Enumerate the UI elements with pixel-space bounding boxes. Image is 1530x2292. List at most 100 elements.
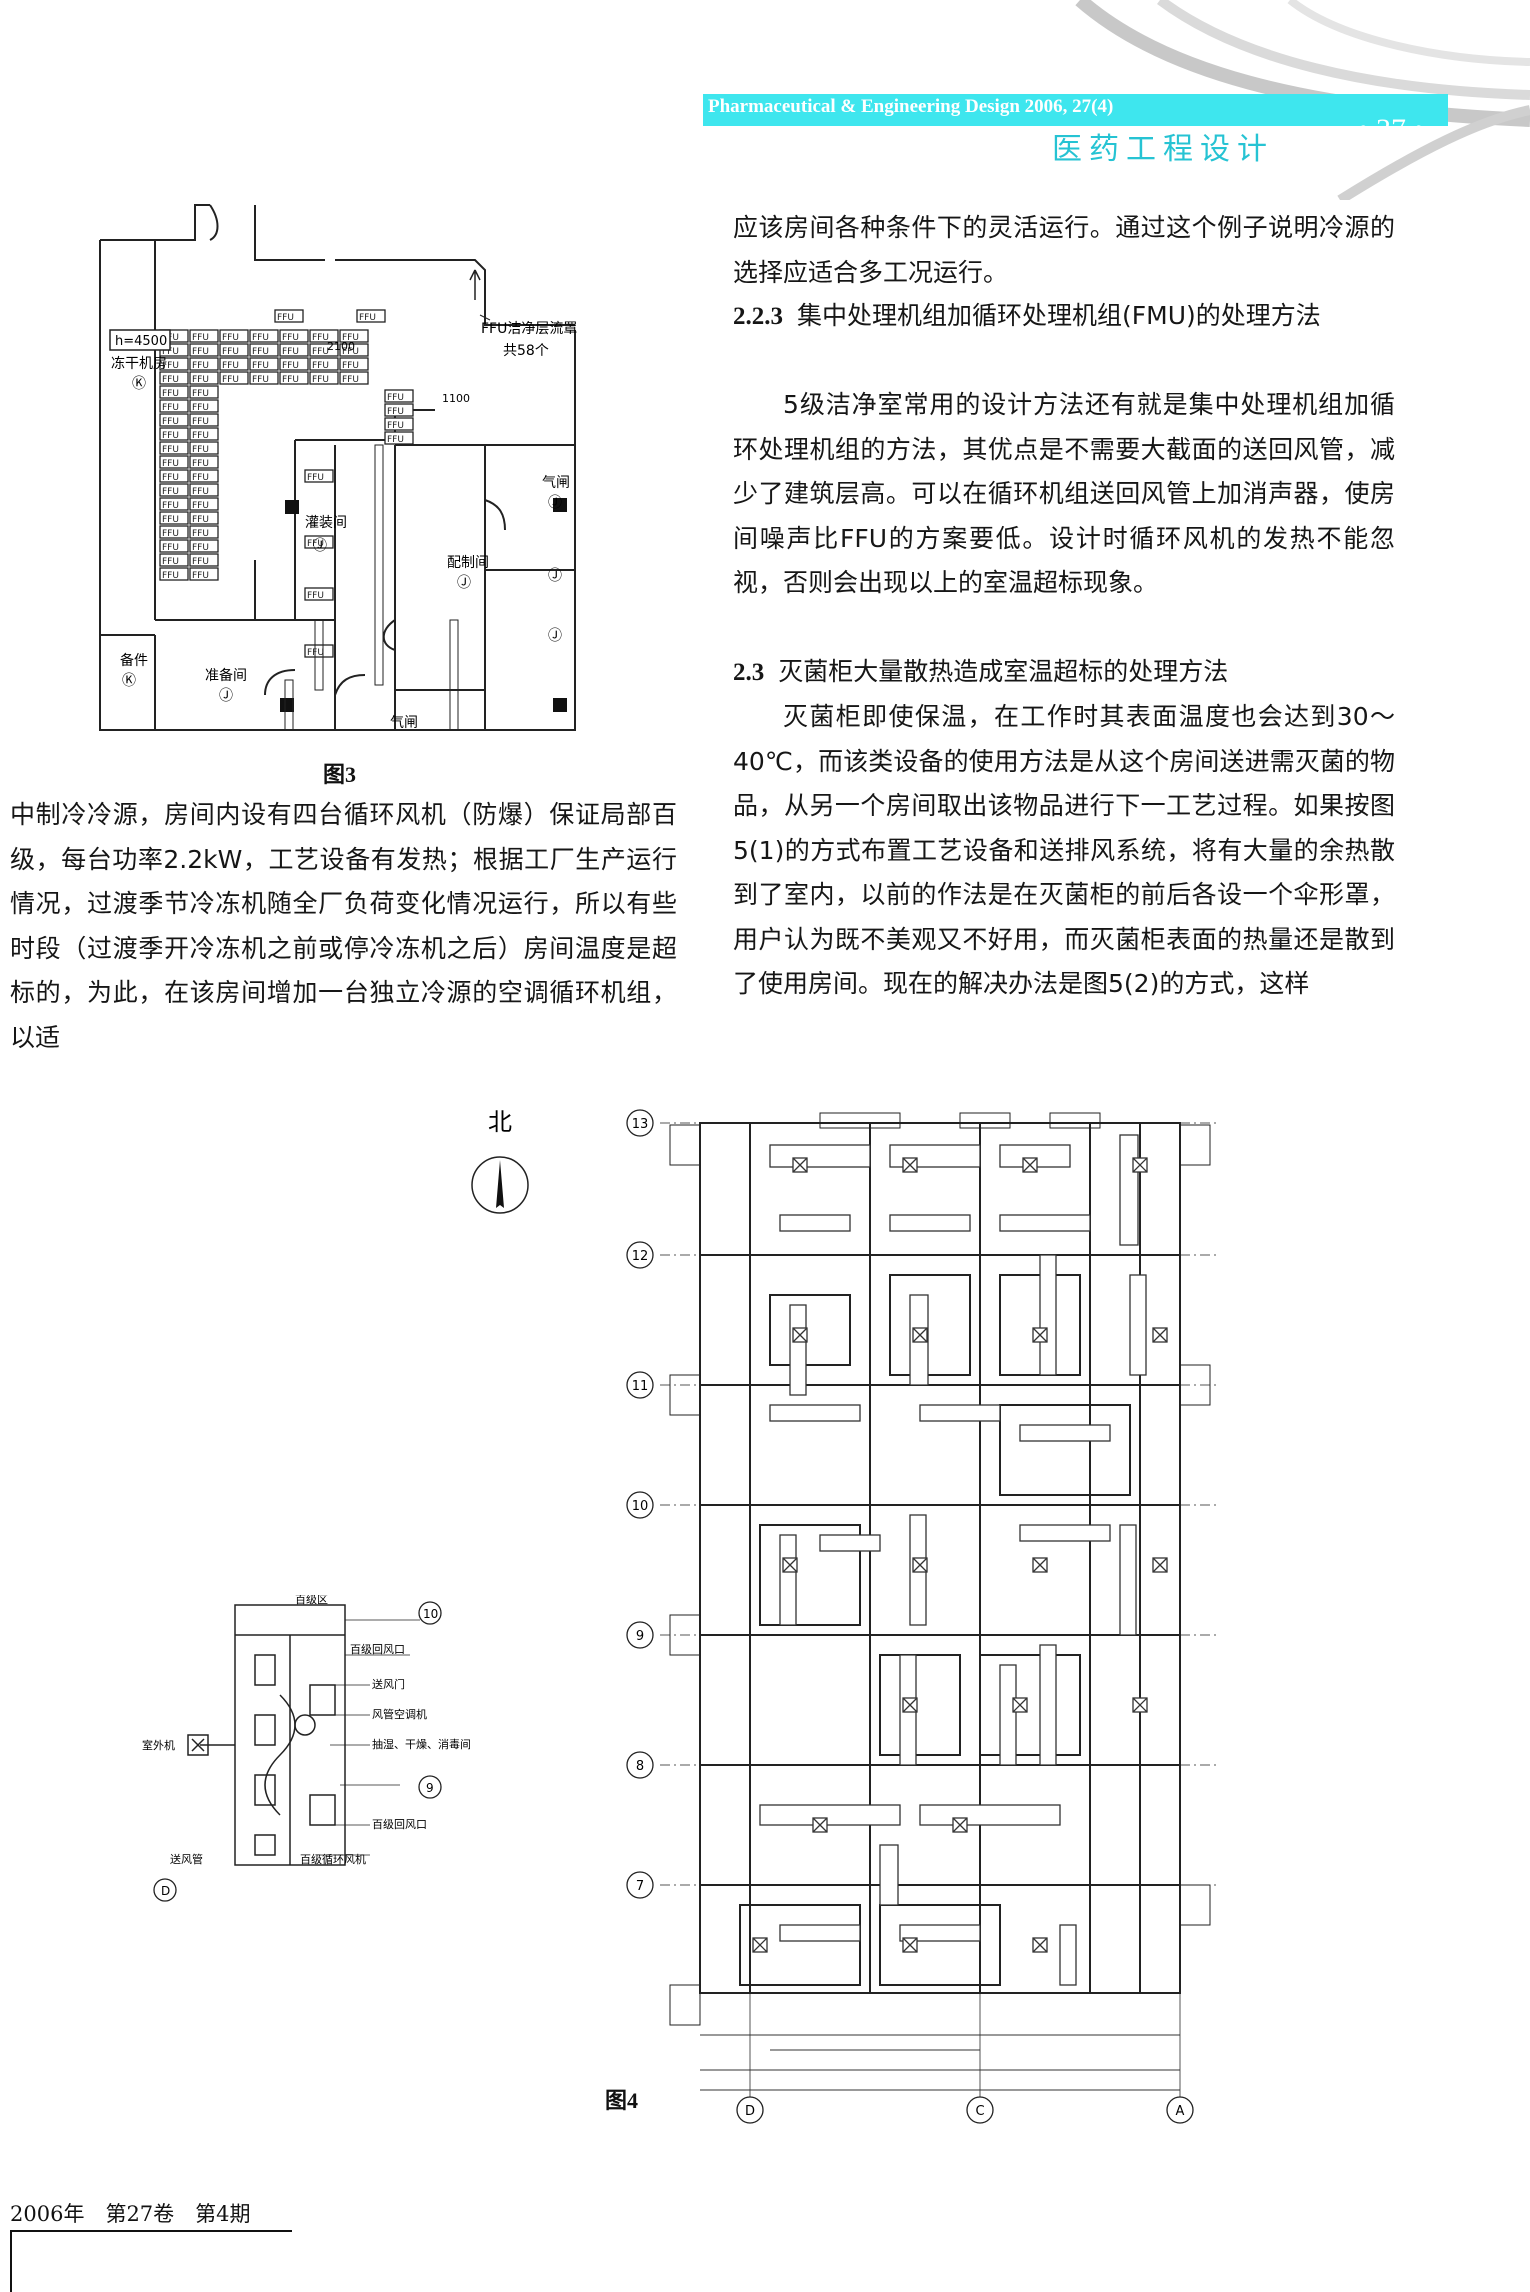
ffu-unit: FFU (189, 511, 219, 525)
fig3-label-ffu-note: FFU洁净层流罩 (481, 321, 577, 337)
ffu-unit: FFU (309, 343, 339, 357)
svg-text:FFU: FFU (222, 375, 239, 385)
ffu-unit: FFU (304, 587, 334, 601)
svg-text:FFU: FFU (192, 417, 209, 427)
svg-text:9: 9 (636, 1629, 644, 1644)
fig3-label-spare: 备件 (120, 652, 148, 669)
fig3-label-j4: Ⓙ (548, 568, 562, 584)
svg-text:FFU: FFU (162, 501, 179, 511)
svg-text:FFU: FFU (162, 389, 179, 399)
axis-bubble-row: 13 (626, 1109, 654, 1137)
air-diffuser (792, 1327, 808, 1343)
ffu-unit: FFU (356, 309, 386, 323)
duct-segment (819, 1534, 881, 1552)
ffu-unit: FFU (159, 385, 189, 399)
duct-segment (919, 1804, 1061, 1826)
svg-text:FFU: FFU (252, 375, 269, 385)
ffu-unit: FFU (279, 329, 309, 343)
air-diffuser (1132, 1697, 1148, 1713)
svg-text:FFU: FFU (342, 361, 359, 371)
ffu-unit: FFU (339, 371, 369, 385)
svg-text:FFU: FFU (162, 557, 179, 567)
air-diffuser (912, 1557, 928, 1573)
svg-text:FFU: FFU (162, 445, 179, 455)
ffu-unit: FFU (304, 535, 334, 549)
ffu-unit: FFU (219, 371, 249, 385)
journal-name: Pharmaceutical & Engineering Design 2006… (708, 96, 1114, 117)
fig3-label-freeze-room: 冻干机房 (111, 355, 167, 372)
duct-segment (1039, 1644, 1057, 1766)
air-diffuser (1152, 1327, 1168, 1343)
svg-text:FFU: FFU (282, 361, 299, 371)
air-diffuser (902, 1157, 918, 1173)
ffu-unit: FFU (249, 329, 279, 343)
fig3-label-dim1100: 1100 (442, 392, 470, 405)
right-column-paragraph-2: 5级洁净室常用的设计方法还有就是集中处理机组加循环处理机组的方法，其优点是不需要… (733, 390, 1395, 597)
svg-text:FFU: FFU (192, 389, 209, 399)
ffu-unit: FFU (279, 371, 309, 385)
ffu-unit: FFU (159, 371, 189, 385)
ffu-unit: FFU (339, 343, 369, 357)
fig3-label-j6: Ⓙ (219, 688, 233, 704)
svg-text:FFU: FFU (162, 543, 179, 553)
svg-text:FFU: FFU (387, 407, 404, 417)
figure-4-caption: 图4 (605, 2088, 639, 2113)
air-diffuser (792, 1157, 808, 1173)
right-column-paragraph-1: 应该房间各种条件下的灵活运行。通过这个例子说明冷源的选择应适合多工况运行。 (733, 213, 1395, 287)
svg-text:FFU: FFU (277, 313, 294, 323)
svg-text:FFU: FFU (192, 445, 209, 455)
ffu-unit: FFU (309, 371, 339, 385)
ffu-unit: FFU (189, 497, 219, 511)
ffu-unit: FFU (309, 329, 339, 343)
svg-text:FFU: FFU (162, 459, 179, 469)
ffu-unit: FFU (189, 469, 219, 483)
svg-text:FFU: FFU (282, 333, 299, 343)
ffu-unit: FFU (219, 357, 249, 371)
svg-text:FFU: FFU (222, 347, 239, 357)
ffu-unit: FFU (159, 497, 189, 511)
svg-text:8: 8 (636, 1759, 644, 1774)
ffu-unit: FFU (309, 357, 339, 371)
fig3-label-h4500: h=4500 (115, 334, 167, 349)
inset-label-5: 抽湿、干燥、消毒间 (372, 1737, 470, 1751)
fig4-ductwork (752, 1134, 1168, 1986)
duct-segment (779, 1534, 797, 1626)
svg-text:FFU: FFU (192, 487, 209, 497)
fig3-label-ffu-count: 共58个 (503, 343, 549, 359)
duct-segment (1119, 1134, 1139, 1246)
svg-text:FFU: FFU (342, 347, 359, 357)
ffu-unit: FFU (159, 357, 189, 371)
svg-text:7: 7 (636, 1879, 644, 1894)
ffu-unit: FFU (384, 417, 414, 431)
svg-text:FFU: FFU (192, 501, 209, 511)
ffu-unit: FFU (384, 389, 414, 403)
svg-text:FFU: FFU (312, 375, 329, 385)
ffu-unit: FFU (279, 357, 309, 371)
air-diffuser (812, 1817, 828, 1833)
section-title-2-2-3: 集中处理机组加循环处理机组(FMU)的处理方法 (797, 301, 1321, 330)
ffu-unit: FFU (279, 343, 309, 357)
page-number: • 37 • (1358, 113, 1425, 146)
svg-text:FFU: FFU (307, 473, 324, 483)
svg-text:FFU: FFU (162, 361, 179, 371)
axis-bubble-row: 11 (626, 1371, 654, 1399)
svg-text:FFU: FFU (359, 313, 376, 323)
svg-text:FFU: FFU (192, 431, 209, 441)
svg-text:FFU: FFU (192, 557, 209, 567)
ffu-unit: FFU (249, 343, 279, 357)
fig3-label-k1: Ⓚ (132, 376, 146, 392)
inset-axis-d: D (161, 1884, 170, 1898)
ffu-unit: FFU (249, 357, 279, 371)
svg-text:FFU: FFU (312, 347, 329, 357)
air-diffuser (1032, 1327, 1048, 1343)
axis-bubble-row: 9 (626, 1621, 654, 1649)
svg-text:FFU: FFU (192, 515, 209, 525)
air-diffuser (902, 1697, 918, 1713)
svg-text:10: 10 (632, 1499, 649, 1514)
svg-text:FFU: FFU (162, 431, 179, 441)
svg-text:FFU: FFU (312, 361, 329, 371)
svg-text:FFU: FFU (222, 361, 239, 371)
svg-text:11: 11 (632, 1379, 649, 1394)
